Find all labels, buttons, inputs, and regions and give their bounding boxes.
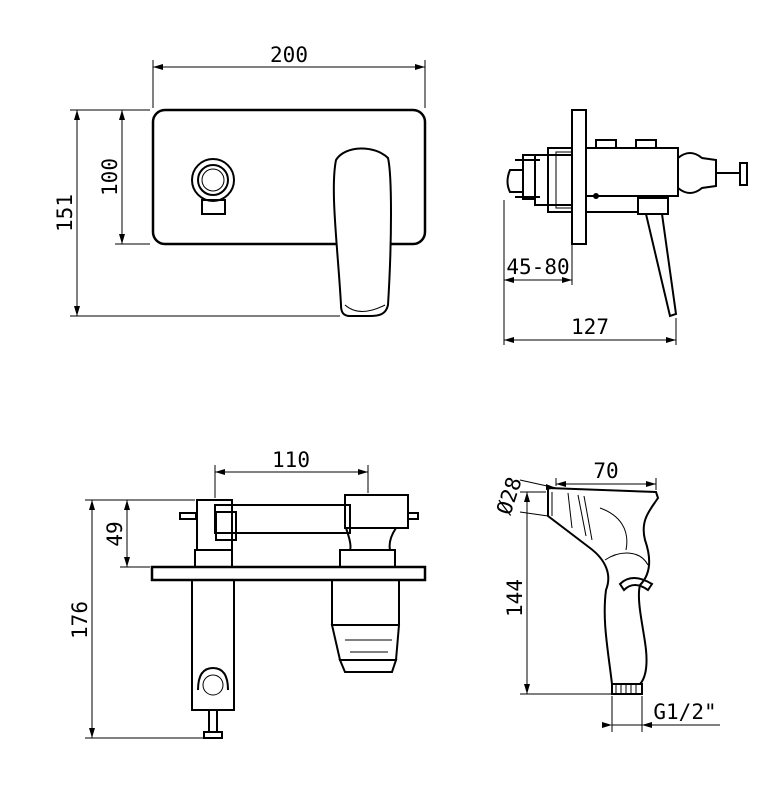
dim-front-width-label: 200: [270, 43, 308, 67]
dim-shower-width: 70: [555, 459, 657, 490]
dim-shower-height: 144: [503, 491, 612, 695]
dim-shower-thread: G1/2": [602, 696, 720, 732]
front-diverter-knob: [191, 158, 235, 215]
dim-front-plate-height-label: 100: [98, 158, 122, 196]
dim-front-width: 200: [152, 43, 426, 108]
dim-top-height: 49: [103, 499, 195, 568]
dim-front-plate-height: 100: [98, 109, 150, 245]
front-lever-handle: [332, 147, 392, 317]
dim-top-spacing-label: 110: [272, 448, 310, 472]
dim-top-total-height-label: 176: [68, 601, 92, 639]
front-view: 200 100 151: [53, 43, 427, 317]
hand-shower-view: 70 Ø28 144 G1/2": [492, 459, 720, 732]
dim-side-wall-depth-label: 45-80: [506, 255, 569, 279]
dim-shower-diameter-label: Ø28: [492, 474, 527, 517]
dim-front-total-height-label: 151: [53, 194, 77, 232]
dim-shower-thread-label: G1/2": [653, 700, 716, 724]
dim-side-wall-depth: 45-80: [503, 200, 573, 345]
dim-top-height-label: 49: [103, 521, 127, 546]
dim-side-total-depth-label: 127: [571, 315, 609, 339]
front-wall-plate: [151, 108, 427, 246]
dim-shower-diameter: Ø28: [492, 474, 557, 518]
dim-shower-width-label: 70: [593, 459, 618, 483]
top-view: 110 49 176: [68, 448, 427, 739]
dim-front-total-height: 151: [53, 109, 340, 317]
hand-shower-body: [547, 486, 660, 685]
dim-top-spacing: 110: [214, 448, 369, 498]
dim-side-total-depth: 127: [504, 315, 677, 345]
dim-shower-height-label: 144: [503, 579, 527, 617]
dim-top-total-height: 176: [68, 499, 204, 739]
side-view: 45-80 127: [503, 109, 748, 345]
